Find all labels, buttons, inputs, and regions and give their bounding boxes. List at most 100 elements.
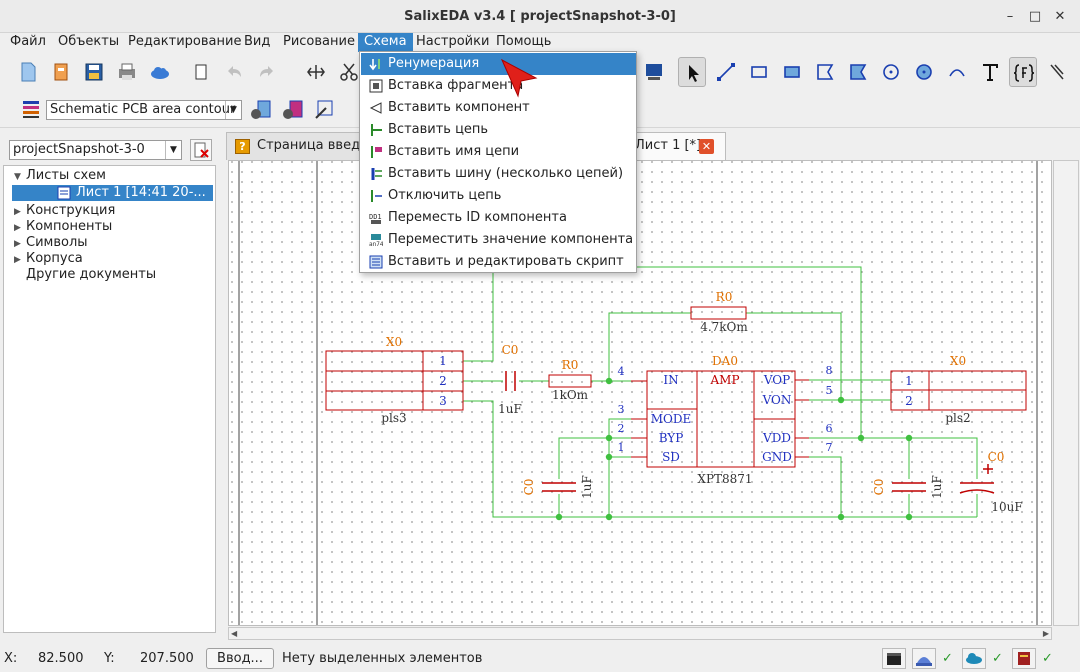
y-value: 207.500 xyxy=(140,651,194,666)
circle-tool-icon[interactable] xyxy=(877,57,905,87)
project-combo[interactable]: projectSnapshot-3-0 ▼ xyxy=(9,140,182,160)
tree-item-symbols[interactable]: ▶Символы xyxy=(14,235,88,250)
c0-top-ref: C0 xyxy=(502,343,519,357)
tree-item-sheets[interactable]: ▼Листы схем xyxy=(14,168,106,183)
dome-icon[interactable] xyxy=(912,648,936,669)
da0-value: XPT8871 xyxy=(697,472,752,486)
da0-pin-label: VOP xyxy=(763,373,790,387)
tree-item-construction[interactable]: ▶Конструкция xyxy=(14,203,116,218)
filled-polygon-tool-icon[interactable] xyxy=(844,57,872,87)
layer-settings-icon[interactable] xyxy=(248,98,274,122)
chevron-right-icon: ▶ xyxy=(14,255,21,265)
tree-item-other-docs[interactable]: Другие документы xyxy=(26,267,157,282)
polygon-tool-icon[interactable] xyxy=(811,57,839,87)
menu-item-disconnect-net[interactable]: Отключить цепь xyxy=(361,185,636,207)
tab-intro-page[interactable]: ? Страница введен xyxy=(226,132,366,160)
menu-schema[interactable]: Схема xyxy=(358,33,413,52)
redo-icon[interactable] xyxy=(253,57,281,87)
layer-combo[interactable]: Schematic PCB area contour ▼ xyxy=(46,100,242,120)
da0-pin-number: 7 xyxy=(826,441,833,454)
clapperboard-icon[interactable] xyxy=(882,648,906,669)
r0-top-value: 4.7kOm xyxy=(700,320,748,334)
tab-sheet-1[interactable]: Лист 1 [*] ✕ xyxy=(626,132,726,160)
maximize-icon[interactable]: □ xyxy=(1028,9,1042,24)
menu-view[interactable]: Вид xyxy=(244,34,271,49)
r0-left-value: 1kOm xyxy=(552,388,589,402)
junction xyxy=(857,434,865,442)
cut-icon[interactable] xyxy=(335,57,363,87)
tree-item-components[interactable]: ▶Компоненты xyxy=(14,219,113,234)
mirror-icon[interactable] xyxy=(302,57,330,87)
check-icon: ✓ xyxy=(942,651,953,666)
menu-file[interactable]: Файл xyxy=(10,34,46,49)
c0-br-value: 1uF xyxy=(930,475,944,499)
save-icon[interactable] xyxy=(80,57,108,87)
rect-tool-icon[interactable] xyxy=(745,57,773,87)
copy-page-icon[interactable] xyxy=(187,57,215,87)
print-icon[interactable] xyxy=(113,57,141,87)
text-tool-icon[interactable] xyxy=(976,57,1004,87)
layer-edit-icon[interactable] xyxy=(312,98,338,122)
filled-circle-tool-icon[interactable] xyxy=(910,57,938,87)
status-message: Нету выделенных элементов xyxy=(282,651,483,666)
schema-menu-dropdown: Ренумерация Вставка фрагмента Вставить к… xyxy=(359,51,637,273)
hatch-tool-icon[interactable] xyxy=(1042,57,1070,87)
x0-left-ref: X0 xyxy=(386,335,402,349)
vertical-scrollbar[interactable] xyxy=(1053,160,1079,626)
scroll-left-icon[interactable]: ◀ xyxy=(231,629,238,638)
schematic-drawing: X0 pls3 1 2 3 C0 1uF R0 1kOm R0 4.7kOm xyxy=(229,161,1051,625)
arc-tool-icon[interactable] xyxy=(943,57,971,87)
menu-item-move-component-id[interactable]: DD1 Переместь ID компонента xyxy=(369,210,567,225)
mouse-cursor xyxy=(500,58,540,98)
menubar: Файл Объекты Редактирование Вид Рисовани… xyxy=(0,33,1080,52)
filled-rect-tool-icon[interactable] xyxy=(778,57,806,87)
menu-settings[interactable]: Настройки xyxy=(416,34,490,49)
menu-item-insert-bus[interactable]: Вставить шину (несколько цепей) xyxy=(361,163,636,185)
da0-pin-number: 4 xyxy=(618,365,625,378)
capacitor-c0-bottom-right: C0 1uF xyxy=(872,475,944,499)
monitor-icon[interactable] xyxy=(640,57,668,87)
undo-icon[interactable] xyxy=(220,57,248,87)
svg-text:DD1: DD1 xyxy=(369,213,382,221)
close-tab-icon[interactable]: ✕ xyxy=(699,139,714,154)
menu-draw[interactable]: Рисование xyxy=(283,34,355,49)
horizontal-scrollbar[interactable]: ◀ ▶ xyxy=(228,627,1052,640)
check-icon: ✓ xyxy=(992,651,1003,666)
scroll-right-icon[interactable]: ▶ xyxy=(1042,629,1049,638)
help-icon: ? xyxy=(235,139,250,154)
menu-item-insert-net-name[interactable]: Вставить имя цепи xyxy=(361,141,636,163)
menu-help[interactable]: Помощь xyxy=(496,34,552,49)
da0-pin-label: VON xyxy=(762,393,792,407)
minimize-icon[interactable]: – xyxy=(1006,9,1014,24)
menu-item-insert-net[interactable]: Вставить цепь xyxy=(361,119,636,141)
field-tool-icon[interactable] xyxy=(1009,57,1037,87)
connector-x0-right: X0 pls2 1 2 xyxy=(890,354,1027,425)
new-file-icon[interactable] xyxy=(14,57,42,87)
cloud-sync-icon[interactable] xyxy=(962,648,986,669)
menu-item-move-component-value[interactable]: an74 Переместить значение компонента xyxy=(369,232,634,248)
line-tool-icon[interactable] xyxy=(712,57,740,87)
select-pointer-icon[interactable] xyxy=(678,57,706,87)
c0-bl-ref: C0 xyxy=(522,479,536,496)
cloud-icon[interactable] xyxy=(146,57,174,87)
tree-item-sheet-1[interactable]: Лист 1 [14:41 20-... xyxy=(12,185,213,201)
fragment-icon xyxy=(369,79,383,93)
r0-left-ref: R0 xyxy=(562,358,579,372)
menu-item-insert-fragment[interactable]: Вставка фрагмента xyxy=(361,75,636,97)
menu-item-renumber[interactable]: Ренумерация xyxy=(361,53,636,75)
menu-item-insert-component[interactable]: Вставить компонент xyxy=(361,97,636,119)
layers-icon[interactable] xyxy=(21,98,41,120)
menu-item-insert-script[interactable]: Вставить и редактировать скрипт xyxy=(361,251,636,273)
book-icon[interactable] xyxy=(1012,648,1036,669)
menu-edit[interactable]: Редактирование xyxy=(128,34,242,49)
close-icon[interactable]: ✕ xyxy=(1054,9,1066,24)
script-icon xyxy=(369,255,383,269)
schematic-canvas[interactable]: X0 pls3 1 2 3 C0 1uF R0 1kOm R0 4.7kOm xyxy=(228,160,1052,626)
menu-objects[interactable]: Объекты xyxy=(58,34,120,49)
close-project-icon[interactable] xyxy=(190,139,212,161)
layer-copy-icon[interactable] xyxy=(280,98,306,122)
junction xyxy=(905,434,913,442)
open-project-icon[interactable] xyxy=(47,57,75,87)
tree-item-packages[interactable]: ▶Корпуса xyxy=(14,251,83,266)
input-button[interactable]: Ввод... xyxy=(206,648,274,669)
